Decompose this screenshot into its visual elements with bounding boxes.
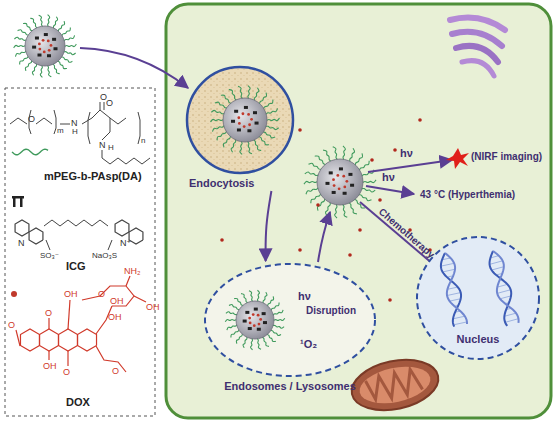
drug-dot	[298, 128, 302, 132]
flow-arrow	[266, 191, 272, 261]
atom-label: NaO₃S	[92, 251, 117, 260]
atom-label: O	[98, 289, 105, 299]
atom-label: O	[112, 366, 119, 376]
atom-label: N	[18, 238, 25, 248]
atom-label: OH	[108, 312, 122, 322]
micelle	[225, 290, 285, 349]
mitochondrion	[347, 352, 443, 417]
drug-dot	[418, 118, 422, 122]
atom-label: N⁺	[120, 238, 131, 248]
atom-label: n	[141, 136, 145, 145]
legend-box	[5, 88, 155, 416]
process-label: ¹O₂	[300, 338, 317, 351]
dna-helix	[441, 253, 467, 327]
legend-label: DOX	[66, 396, 90, 409]
atom-label: O	[100, 92, 107, 102]
endocytosis-vesicle: Endocytosis	[185, 65, 305, 190]
atom-label: O	[106, 98, 113, 108]
process-label: (NIRF imaging)	[471, 151, 542, 163]
drug-dot	[370, 158, 374, 162]
process-label: hν	[400, 147, 413, 160]
cell-membrane	[166, 4, 551, 418]
process-arrows	[80, 48, 452, 336]
drug-dot	[393, 148, 397, 152]
legend-label: mPEG-b-PAsp(DA)	[44, 170, 142, 183]
node-outline	[203, 262, 377, 378]
drug-dot	[378, 198, 382, 202]
process-label: 43 °C (Hyperthemia)	[420, 189, 515, 201]
atom-label: N	[71, 118, 78, 128]
process-label: Disruption	[306, 305, 356, 317]
atom-label: O	[8, 320, 15, 330]
drug-dot	[298, 248, 302, 252]
atom-label: O	[28, 114, 35, 124]
drug-dot	[358, 228, 362, 232]
process-label: Chemotherapy	[376, 206, 436, 261]
micelle	[211, 86, 280, 155]
micelle	[14, 15, 77, 78]
node-label: Endocytosis	[185, 177, 305, 190]
process-label: hν	[382, 171, 395, 184]
drug-dot	[316, 203, 320, 207]
node-outline	[185, 65, 295, 175]
atom-label: N	[99, 140, 106, 150]
dna-helix	[490, 251, 519, 326]
drug-dot	[348, 253, 352, 257]
endosome: Endosomes / Lysosomes	[203, 262, 377, 393]
drug-dot	[388, 298, 392, 302]
atom-label: SO₃⁻	[40, 251, 59, 260]
fluorescence-burst	[446, 148, 469, 169]
atom-label: H	[108, 143, 114, 152]
atom-label: O	[45, 308, 52, 318]
node-label: Endosomes / Lysosomes	[203, 380, 377, 393]
atom-label: m	[57, 126, 64, 135]
drug-dot	[220, 238, 224, 242]
atom-label: OH	[146, 302, 160, 312]
process-label: hν	[298, 290, 311, 303]
golgi	[450, 18, 505, 76]
legend-label: ICG	[66, 260, 86, 273]
chemical-structures	[10, 102, 150, 372]
atom-label: H	[72, 127, 78, 136]
atom-label: OH	[110, 296, 124, 306]
atom-label: OH	[64, 289, 78, 299]
atom-label: NH₂	[124, 266, 141, 276]
node-label: Nucleus	[415, 333, 541, 346]
atom-label: OH	[43, 361, 57, 371]
atom-label: O	[63, 367, 70, 377]
